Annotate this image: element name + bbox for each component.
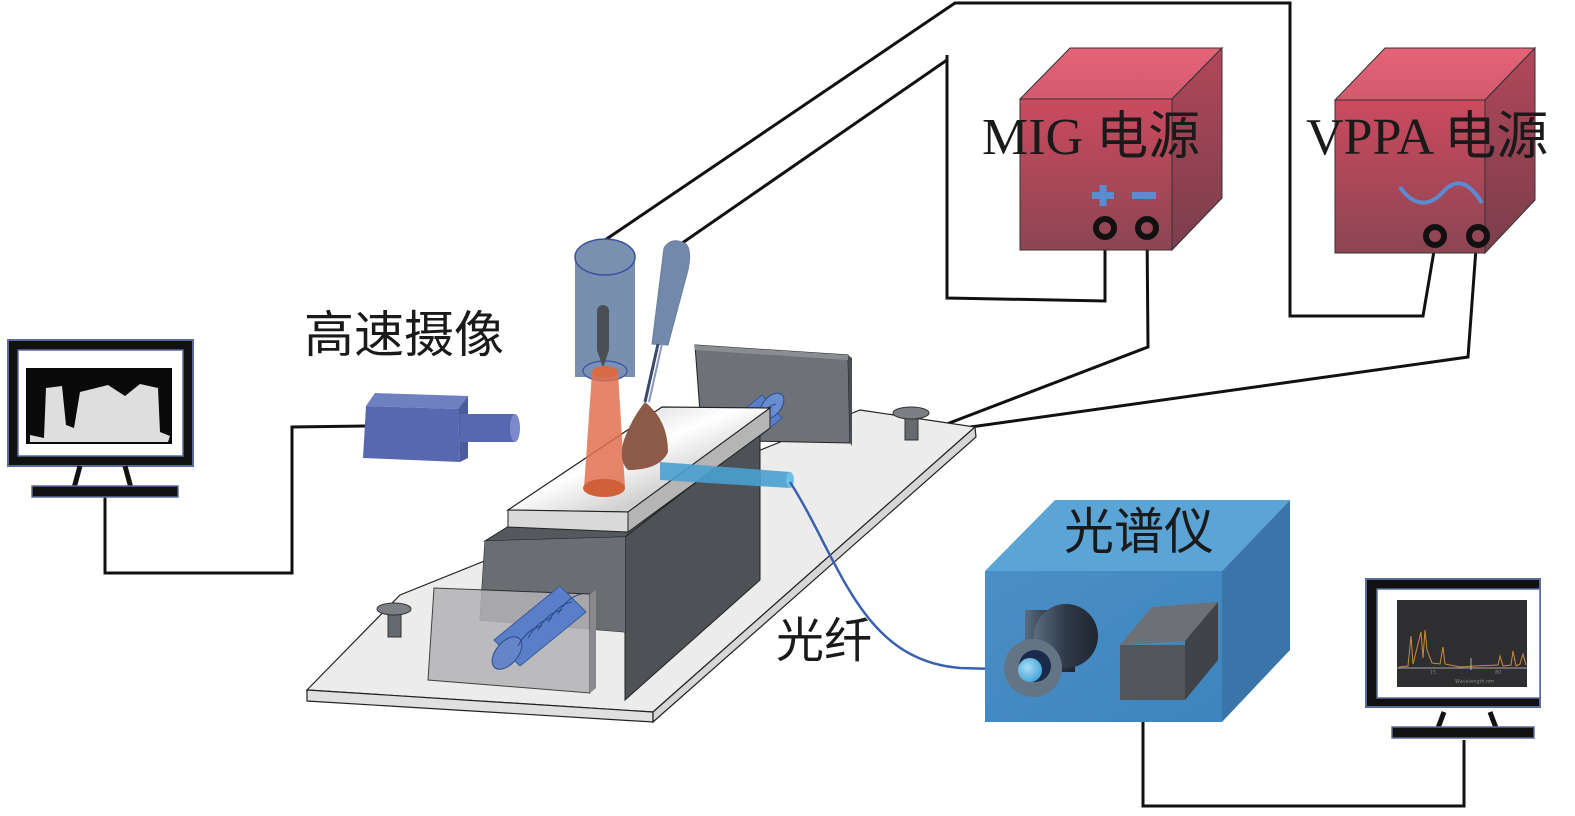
metal-droplet [621, 402, 668, 470]
spectrum-tick-2: 80 [1495, 670, 1502, 676]
plus-terminal-symbol [1092, 185, 1114, 206]
mig-power-label: MIG 电源 [982, 109, 1201, 166]
fiber-input-port [1004, 604, 1098, 697]
vppa-torch [574, 238, 636, 382]
spectrum-plot [1397, 600, 1527, 687]
wire-vppa-ground [917, 234, 1479, 440]
spectrum-monitor [1365, 578, 1541, 739]
plus-terminal [1093, 216, 1117, 240]
wire-spectrometer-monitor [1141, 677, 1466, 808]
arc-plasma [583, 366, 625, 497]
minus-terminal [1135, 216, 1159, 240]
wires [103, 1, 1479, 808]
optical-fiber-cable [788, 481, 1031, 672]
spectrometer-label: 光谱仪 [1064, 503, 1214, 561]
spectrum-axis-label: Wavelength nm [1455, 679, 1495, 685]
wire-mig-plus [945, 55, 1107, 303]
wire-mig-minus-ground [904, 227, 1150, 442]
camera-monitor [7, 339, 194, 498]
high-speed-camera [363, 393, 520, 462]
vppa-terminal-2 [1466, 224, 1490, 248]
plate-bolt-right [892, 406, 930, 441]
mig-torch [643, 240, 691, 403]
plate-bolt-left [376, 602, 412, 638]
wire-vppa-torch [604, 1, 1437, 318]
minus-terminal-symbol [1132, 192, 1156, 199]
wire-camera-monitor [103, 424, 367, 575]
optical-fiber-label: 光纤 [776, 613, 873, 669]
ac-wave-icon [1398, 181, 1484, 205]
front-screw [491, 585, 587, 670]
detector-module [1120, 602, 1218, 700]
vppa-power-label: VPPA 电源 [1306, 109, 1549, 166]
spectrum-tick-1: 15 [1430, 670, 1437, 676]
spectrometer [985, 500, 1290, 722]
spectrum-line [1398, 629, 1527, 668]
optical-fiber-probe [660, 462, 1031, 672]
high-speed-camera-label: 高速摄像 [304, 306, 504, 364]
vppa-power-supply [1333, 46, 1537, 255]
mig-power-supply [1018, 46, 1224, 252]
wire-mig-torch [674, 58, 948, 250]
vppa-terminal-1 [1423, 224, 1447, 248]
